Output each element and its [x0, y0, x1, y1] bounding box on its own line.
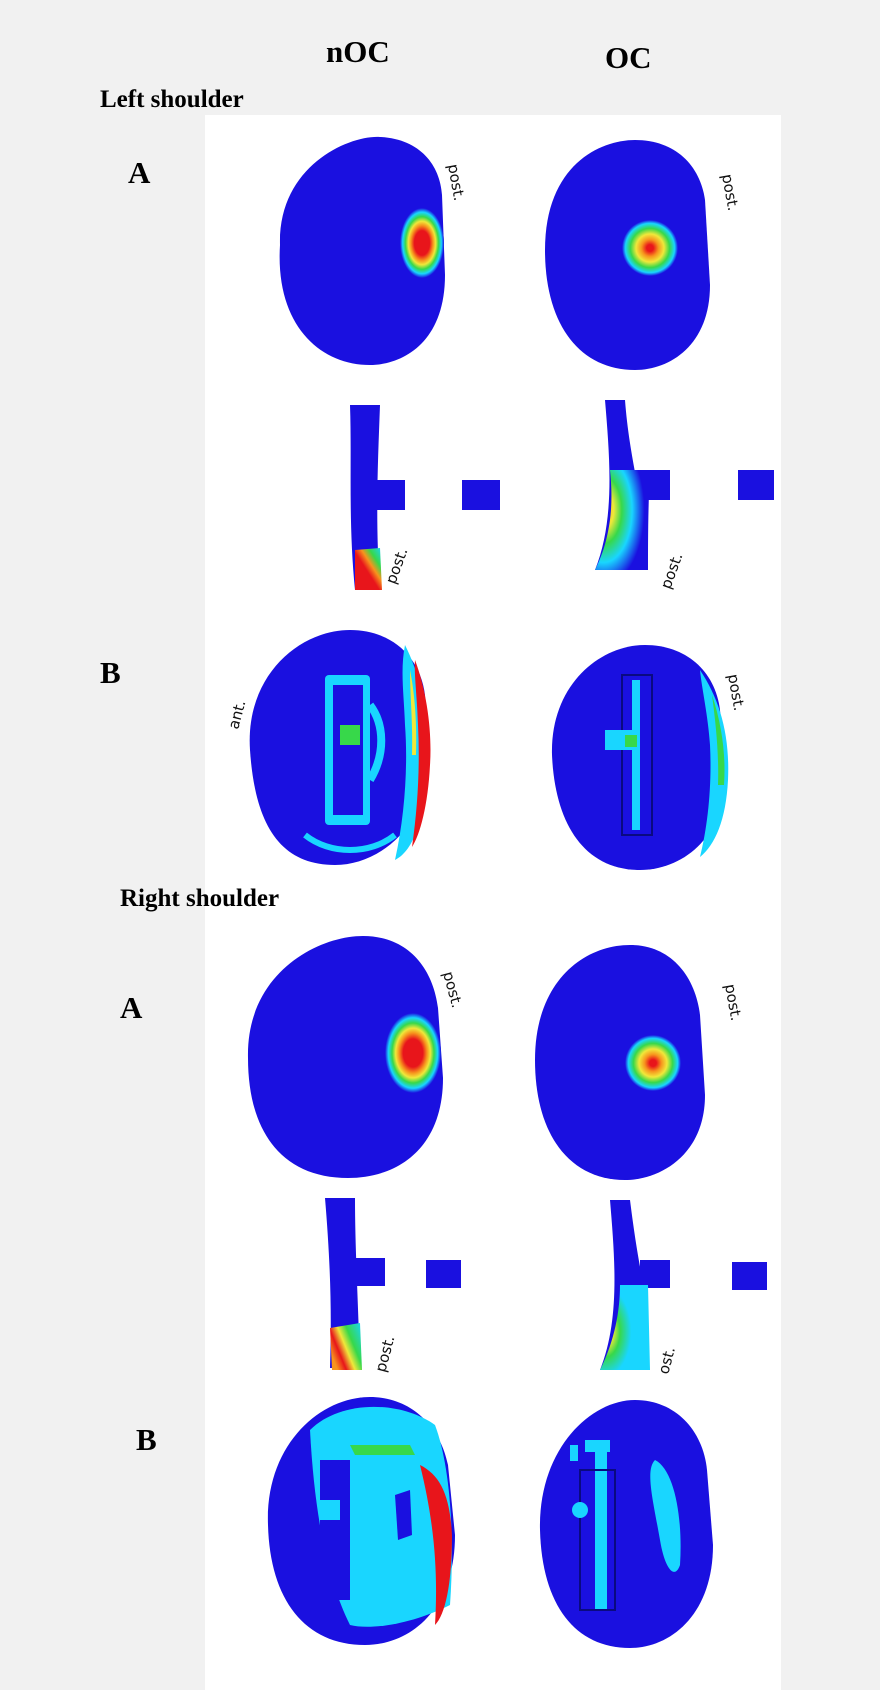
cross-section-left-a-noc: post. [350, 405, 500, 590]
label-post: post. [371, 1333, 398, 1374]
cross-section-left-a-oc: post. [595, 400, 774, 591]
column-title-noc: nOC [326, 34, 390, 69]
label-post: post. [657, 550, 687, 591]
glenoid-right-a-oc-top: post. [535, 945, 745, 1180]
label-post: post. [724, 673, 748, 713]
glenoid-right-b-oc [539, 1400, 713, 1648]
section-title-left-shoulder: Left shoulder [100, 86, 244, 113]
glenoid-right-a-noc-top: post. [247, 936, 466, 1178]
row-label-right-b: B [136, 1422, 157, 1457]
label-ant: ant. [224, 698, 249, 731]
label-post: post. [382, 545, 412, 586]
glenoid-right-b-noc [267, 1397, 455, 1645]
section-title-right-shoulder: Right shoulder [120, 885, 280, 912]
row-label-left-a: A [128, 155, 151, 190]
label-post: ost. [654, 1345, 679, 1376]
row-label-left-b: B [100, 655, 121, 690]
glenoid-left-a-noc-top: post. [279, 136, 468, 365]
cross-section-right-a-oc: ost. [600, 1200, 767, 1376]
label-post: post. [444, 163, 468, 203]
label-post: post. [721, 983, 745, 1023]
glenoid-left-b-noc: ant. [224, 630, 431, 865]
row-label-right-a: A [120, 990, 143, 1025]
glenoid-left-b-oc: post. [551, 645, 748, 870]
glenoid-left-a-oc-top: post. [545, 140, 742, 370]
cross-section-right-a-noc: post. [325, 1198, 461, 1374]
label-post: post. [439, 969, 466, 1010]
label-post: post. [718, 173, 742, 213]
column-title-oc: OC [605, 40, 652, 75]
